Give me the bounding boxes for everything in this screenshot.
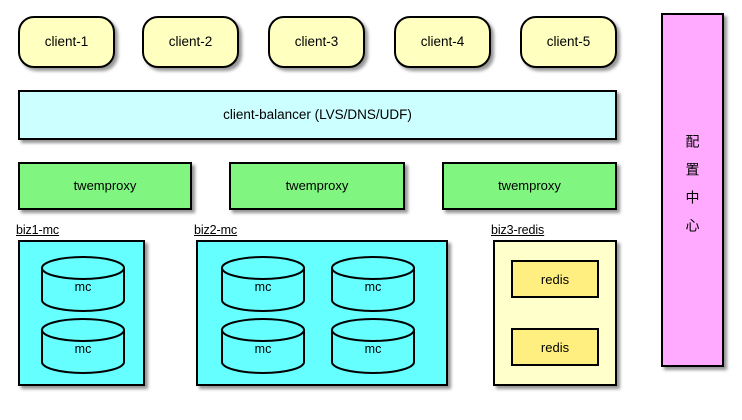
config-center-label: 配置中心 bbox=[684, 134, 701, 246]
cylinder-shape-icon bbox=[221, 256, 305, 312]
mc-cylinder[interactable]: mc bbox=[40, 318, 126, 374]
client-node-4[interactable]: client-4 bbox=[394, 16, 491, 68]
cylinder-shape-icon bbox=[331, 256, 415, 312]
client-node-3[interactable]: client-3 bbox=[268, 16, 365, 68]
mc-label: mc bbox=[74, 342, 92, 356]
cylinder-shape-icon bbox=[41, 318, 125, 374]
client-label: client-3 bbox=[294, 33, 339, 49]
mc-cylinder[interactable]: mc bbox=[330, 256, 416, 312]
cylinder-shape-icon bbox=[41, 256, 125, 312]
config-center-panel[interactable]: 配置中心 bbox=[661, 13, 724, 367]
redis-label: redis bbox=[540, 339, 570, 355]
group-label-biz2-mc: biz2-mc bbox=[194, 223, 238, 237]
twemproxy-label: twemproxy bbox=[498, 177, 561, 193]
twemproxy-label: twemproxy bbox=[285, 177, 349, 193]
redis-node[interactable]: redis bbox=[511, 328, 599, 366]
cylinder-shape-icon bbox=[221, 318, 305, 374]
client-label: client-5 bbox=[546, 33, 591, 49]
group-box-biz3-redis[interactable]: redis redis bbox=[493, 240, 617, 386]
mc-cylinder[interactable]: mc bbox=[40, 256, 126, 312]
twemproxy-label: twemproxy bbox=[73, 177, 137, 193]
cylinder-shape-icon bbox=[331, 318, 415, 374]
mc-label: mc bbox=[254, 342, 272, 356]
mc-cylinder[interactable]: mc bbox=[330, 318, 416, 374]
client-label: client-1 bbox=[44, 33, 89, 49]
group-box-biz2-mc[interactable]: mc mc mc mc bbox=[196, 240, 448, 386]
client-node-2[interactable]: client-2 bbox=[142, 16, 239, 68]
client-balancer-node[interactable]: client-balancer (LVS/DNS/UDF) bbox=[18, 90, 617, 140]
group-box-biz1-mc[interactable]: mc mc bbox=[18, 240, 145, 386]
client-label: client-4 bbox=[420, 33, 465, 49]
mc-label: mc bbox=[74, 280, 92, 294]
client-node-1[interactable]: client-1 bbox=[18, 16, 115, 68]
client-balancer-label: client-balancer (LVS/DNS/UDF) bbox=[223, 106, 412, 122]
client-label: client-2 bbox=[168, 33, 213, 49]
group-label-biz1-mc: biz1-mc bbox=[16, 223, 60, 237]
redis-label: redis bbox=[540, 271, 570, 287]
mc-label: mc bbox=[364, 342, 382, 356]
redis-node[interactable]: redis bbox=[511, 260, 599, 298]
client-node-5[interactable]: client-5 bbox=[520, 16, 617, 68]
mc-label: mc bbox=[254, 280, 272, 294]
twemproxy-node-3[interactable]: twemproxy bbox=[442, 162, 617, 210]
twemproxy-node-2[interactable]: twemproxy bbox=[229, 162, 405, 210]
twemproxy-node-1[interactable]: twemproxy bbox=[18, 162, 192, 210]
mc-cylinder[interactable]: mc bbox=[220, 256, 306, 312]
mc-cylinder[interactable]: mc bbox=[220, 318, 306, 374]
group-label-biz3-redis: biz3-redis bbox=[491, 223, 545, 237]
mc-label: mc bbox=[364, 280, 382, 294]
